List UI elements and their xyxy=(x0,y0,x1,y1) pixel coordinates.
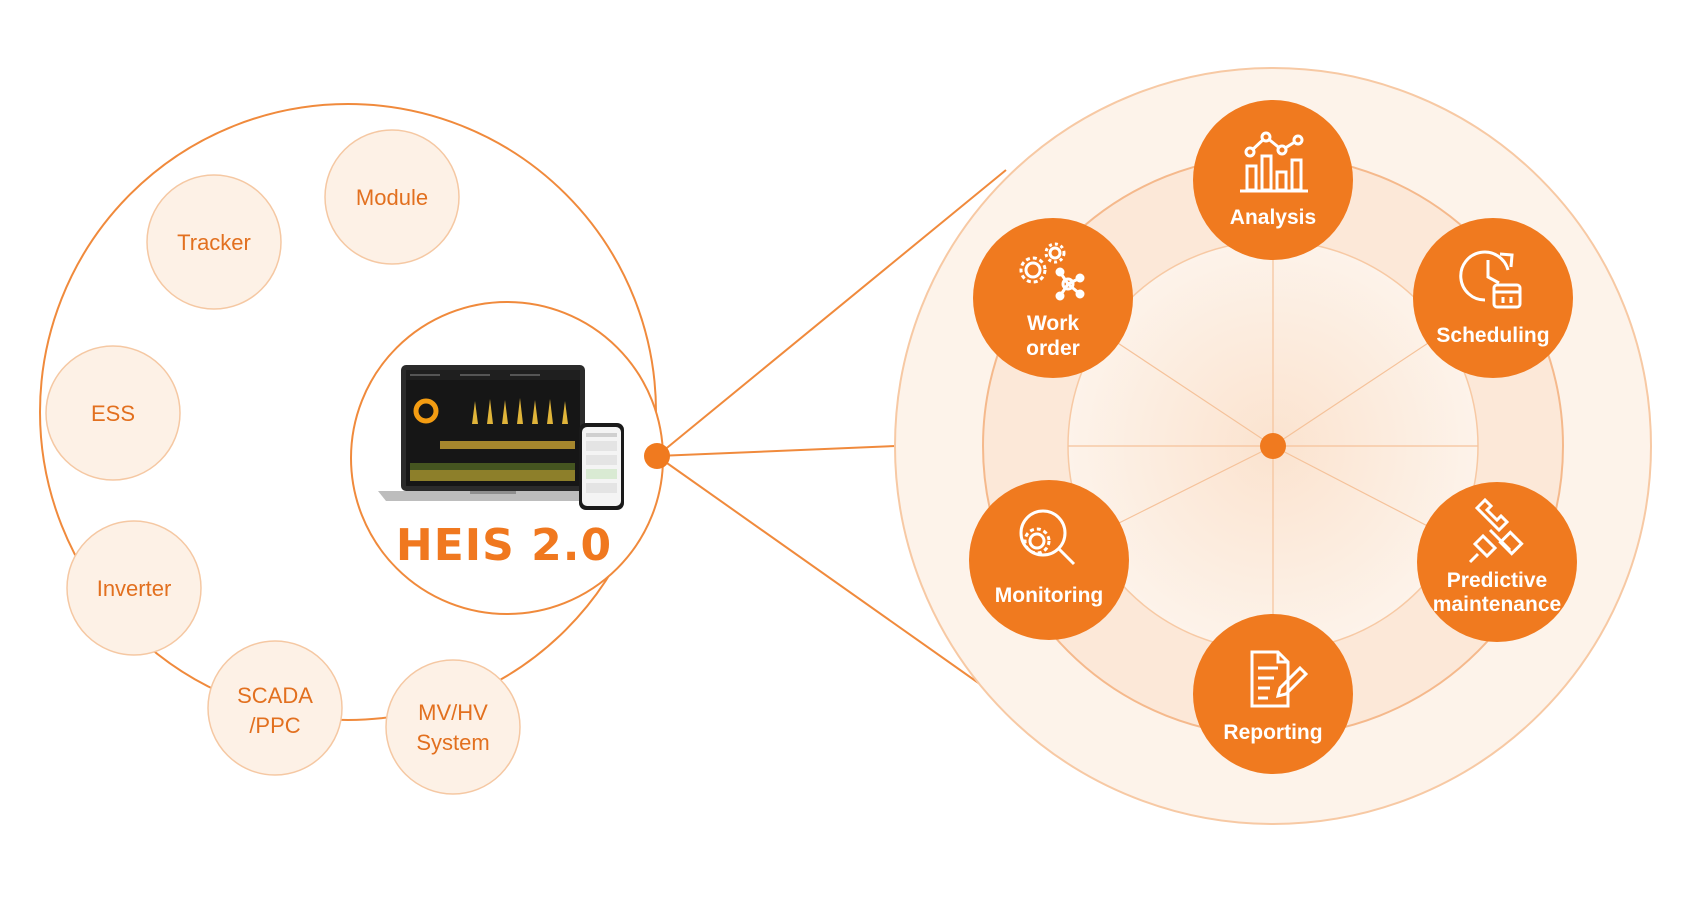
phone-app-image xyxy=(579,423,624,510)
function-scheduling[interactable]: Scheduling xyxy=(1413,218,1573,378)
function-reporting-label: Reporting xyxy=(1223,721,1322,744)
node-mv-hv-system[interactable]: MV/HV System xyxy=(385,659,521,795)
function-scheduling-label: Scheduling xyxy=(1436,324,1549,347)
analysis-chart-icon xyxy=(1240,131,1308,193)
integration-nodes: Module Tracker ESS Inverter SCADA /PPC M… xyxy=(45,129,521,795)
node-mvhv-label-2: System xyxy=(416,730,489,755)
function-predictive-label-2: maintenance xyxy=(1433,593,1561,616)
function-predictive-maintenance[interactable]: Predictive maintenance xyxy=(1417,482,1577,642)
function-work-order-label-2: order xyxy=(1026,337,1080,360)
node-inverter-label: Inverter xyxy=(97,576,172,601)
node-tracker-label: Tracker xyxy=(177,230,251,255)
node-scada-ppc[interactable]: SCADA /PPC xyxy=(207,640,343,776)
wrench-plug-icon xyxy=(1468,497,1524,564)
document-pen-icon xyxy=(1250,650,1309,708)
hub-title: HEIS 2.0 xyxy=(396,520,612,571)
magnifier-gear-icon xyxy=(1019,509,1076,566)
node-tracker[interactable]: Tracker xyxy=(146,174,282,310)
function-monitoring-label: Monitoring xyxy=(995,584,1103,607)
laptop-dashboard-image xyxy=(378,365,608,501)
function-predictive-label-1: Predictive xyxy=(1447,569,1547,592)
function-nodes: Analysis Scheduling xyxy=(969,100,1577,774)
node-mvhv-label-1: MV/HV xyxy=(418,700,488,725)
function-analysis[interactable]: Analysis xyxy=(1193,100,1353,260)
node-ess-label: ESS xyxy=(91,401,135,426)
node-module-label: Module xyxy=(356,185,428,210)
function-work-order[interactable]: Work order xyxy=(973,218,1133,378)
node-ess[interactable]: ESS xyxy=(45,345,181,481)
clock-calendar-icon xyxy=(1459,250,1522,309)
hub[interactable]: HEIS 2.0 xyxy=(350,301,664,615)
gears-network-icon xyxy=(1019,242,1085,301)
node-inverter[interactable]: Inverter xyxy=(66,520,202,656)
function-monitoring[interactable]: Monitoring xyxy=(969,480,1129,640)
hub-connection-dot xyxy=(644,443,670,469)
node-scada-label-2: /PPC xyxy=(249,713,300,738)
wheel-center-dot xyxy=(1260,433,1286,459)
function-reporting[interactable]: Reporting xyxy=(1193,614,1353,774)
function-work-order-label-1: Work xyxy=(1027,312,1079,335)
node-scada-label-1: SCADA xyxy=(237,683,313,708)
function-analysis-label: Analysis xyxy=(1230,206,1316,229)
node-module[interactable]: Module xyxy=(324,129,460,265)
zoom-connector xyxy=(656,169,1007,702)
